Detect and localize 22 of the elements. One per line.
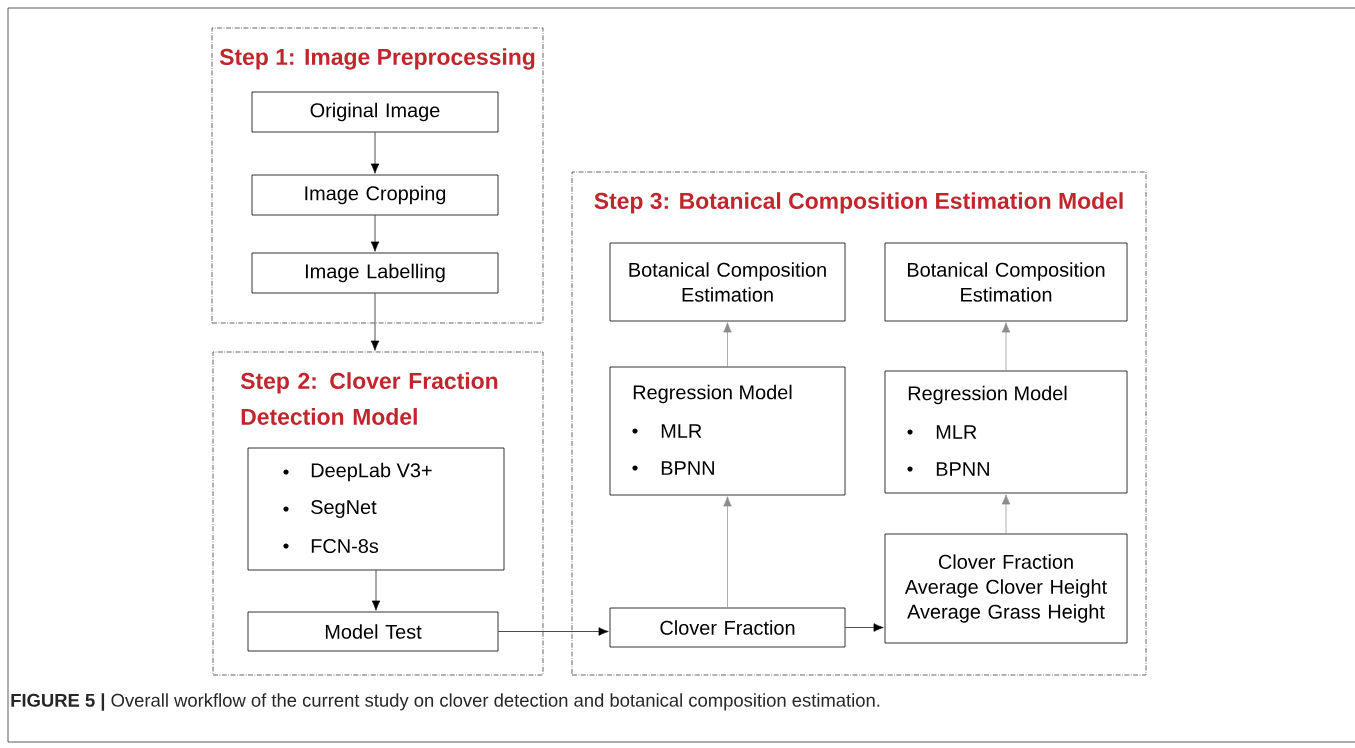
arrow: [723, 322, 732, 367]
list-box: DeepLab V3+ SegNet FCN-8s: [247, 447, 505, 571]
arrow: [845, 623, 884, 632]
process-box: Original Image: [251, 91, 499, 133]
arrow: [371, 570, 381, 611]
arrow: [370, 132, 380, 174]
figure-caption: FIGURE 5 | Overall workflow of the current study on clover detection and botanical composition estimation.: [11, 693, 880, 711]
process-box: Botanical Composition Estimation: [609, 242, 846, 322]
arrow: [1001, 322, 1011, 371]
process-box: Clover Fraction: [609, 607, 846, 648]
process-box: Clover Fraction Average Clover Height Average Grass Height: [884, 533, 1128, 644]
process-box: Image Cropping: [251, 174, 499, 216]
arrow: [498, 627, 609, 636]
arrow: [723, 496, 732, 608]
process-box: Botanical Composition Estimation: [884, 242, 1128, 322]
list-box: Regression Model MLR BPNN: [884, 370, 1128, 494]
process-box: Model Test: [247, 611, 499, 652]
process-box: Image Labelling: [251, 252, 499, 294]
arrow: [370, 293, 380, 351]
arrow: [1001, 494, 1011, 534]
arrow: [370, 215, 380, 252]
list-box: Regression Model MLR BPNN: [609, 366, 846, 496]
